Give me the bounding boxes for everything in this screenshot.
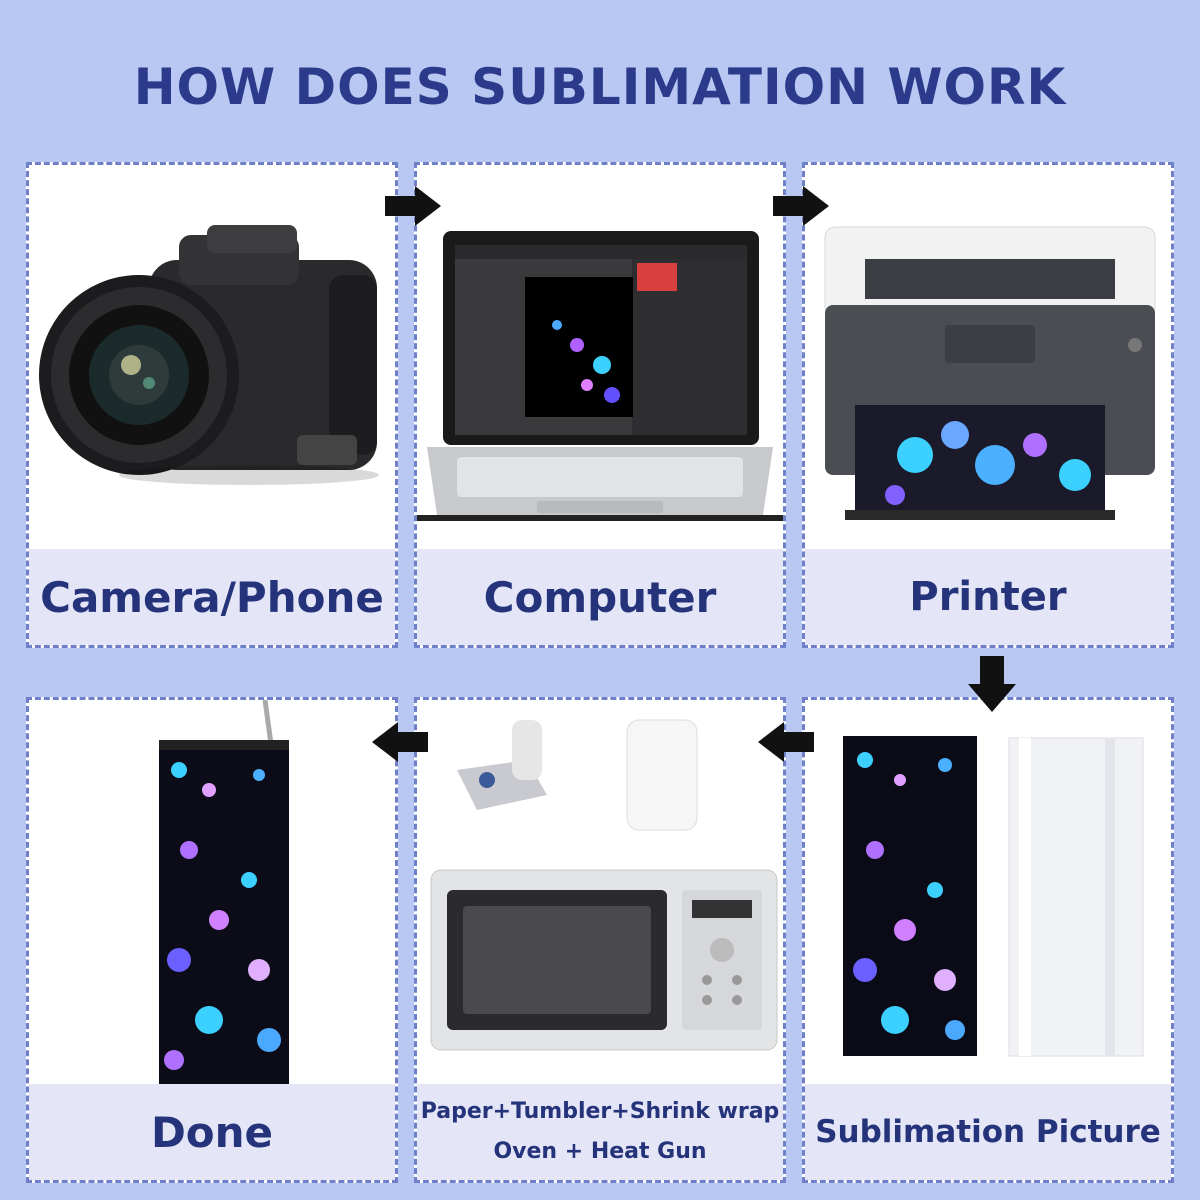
arrow-down-icon <box>968 656 1016 712</box>
step-camera-phone: Camera/Phone <box>26 162 398 648</box>
tumbler-icon <box>29 700 395 1090</box>
arrow-right-icon <box>773 186 829 226</box>
arrow-left-icon <box>372 722 428 762</box>
sublimation-paper-icon <box>805 700 1171 1090</box>
step-paper-tumbler-shrink-wrap: Paper+Tumbler+Shrink wrap Oven + Heat Gu… <box>414 697 786 1183</box>
camera-icon <box>29 165 395 555</box>
step-label: Done <box>29 1084 395 1180</box>
step-label-text: Camera/Phone <box>40 572 384 622</box>
step-printer: Printer <box>802 162 1174 648</box>
arrow-left-icon <box>758 722 814 762</box>
step-done: Done <box>26 697 398 1183</box>
step-label-text: Printer <box>909 574 1067 620</box>
step-label-text: Sublimation Picture <box>815 1114 1161 1150</box>
step-label-line2: Oven + Heat Gun <box>493 1139 707 1164</box>
step-label-text: Done <box>150 1107 274 1157</box>
microwave-heat-gun-icon <box>417 700 783 1090</box>
step-computer: Computer <box>414 162 786 648</box>
laptop-icon <box>417 165 783 555</box>
step-label-text: Computer <box>483 572 717 622</box>
step-label: Paper+Tumbler+Shrink wrap Oven + Heat Gu… <box>417 1084 783 1180</box>
step-sublimation-picture: Sublimation Picture <box>802 697 1174 1183</box>
step-label: Computer <box>417 549 783 645</box>
arrow-right-icon <box>385 186 441 226</box>
step-label: Sublimation Picture <box>805 1084 1171 1180</box>
step-label-line1: Paper+Tumbler+Shrink wrap <box>420 1099 780 1124</box>
printer-icon <box>805 165 1171 555</box>
step-label: Camera/Phone <box>29 549 395 645</box>
step-label: Printer <box>805 549 1171 645</box>
page-title: HOW DOES SUBLIMATION WORK <box>133 58 1067 116</box>
